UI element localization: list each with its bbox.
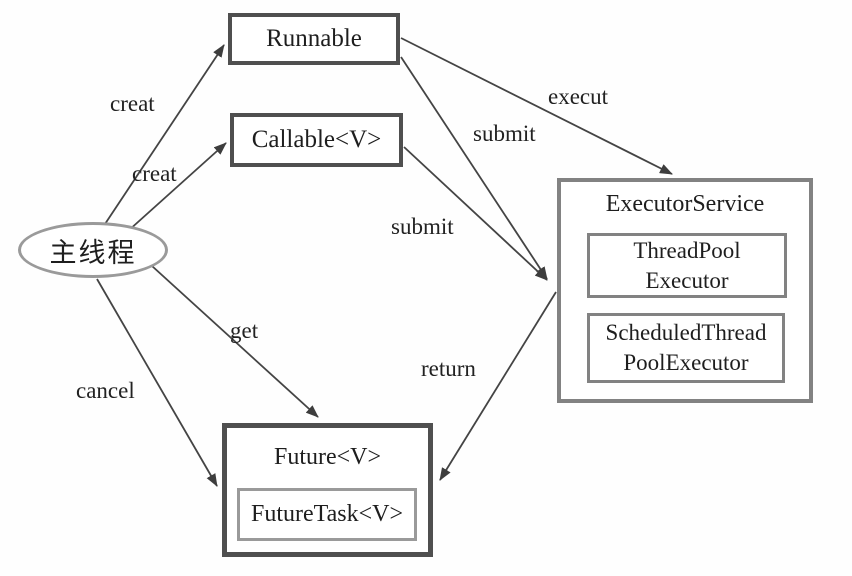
edge-label-cancel: cancel bbox=[76, 378, 135, 403]
thread-pool-executor-line2: Executor bbox=[645, 267, 729, 293]
scheduled-thread-pool-executor-node: ScheduledThread PoolExecutor bbox=[587, 313, 785, 383]
main-thread-label: 主线程 bbox=[49, 237, 137, 268]
edge-label-creat-runnable: creat bbox=[110, 91, 155, 116]
executor-service-label: ExecutorService bbox=[605, 191, 765, 217]
main-thread-node: 主线程 bbox=[18, 222, 168, 278]
edge-label-submit-runnable: submit bbox=[473, 121, 536, 146]
edge-label-creat-callable: creat bbox=[132, 161, 177, 186]
scheduled-thread-pool-executor-line1: ScheduledThread bbox=[605, 320, 767, 346]
future-task-node: FutureTask<V> bbox=[237, 488, 417, 541]
future-label: Future<V> bbox=[273, 444, 382, 470]
callable-label: Callable<V> bbox=[251, 126, 382, 154]
edge-label-submit-callable: submit bbox=[391, 214, 454, 239]
arrow-cancel bbox=[96, 278, 218, 487]
runnable-label: Runnable bbox=[266, 25, 362, 53]
thread-pool-executor-line1: ThreadPool bbox=[633, 237, 741, 263]
edge-label-return: return bbox=[421, 356, 476, 381]
arrow-creat-runnable bbox=[104, 44, 225, 225]
arrow-execut bbox=[400, 37, 673, 175]
arrow-get bbox=[151, 265, 319, 418]
scheduled-thread-pool-executor-line2: PoolExecutor bbox=[623, 350, 749, 375]
arrow-return bbox=[439, 291, 557, 481]
runnable-node: Runnable bbox=[228, 13, 400, 65]
arrow-submit-runnable bbox=[400, 56, 548, 280]
future-task-label: FutureTask<V> bbox=[250, 501, 404, 527]
edge-label-execut: execut bbox=[548, 84, 609, 109]
arrow-creat-callable bbox=[127, 142, 227, 232]
arrow-submit-callable bbox=[403, 146, 548, 281]
callable-node: Callable<V> bbox=[230, 113, 403, 167]
executor-service-node: ExecutorService ThreadPool Executor Sche… bbox=[557, 178, 813, 403]
edge-label-get: get bbox=[230, 318, 259, 343]
future-node: Future<V> FutureTask<V> bbox=[222, 423, 433, 557]
thread-pool-executor-node: ThreadPool Executor bbox=[587, 233, 787, 298]
